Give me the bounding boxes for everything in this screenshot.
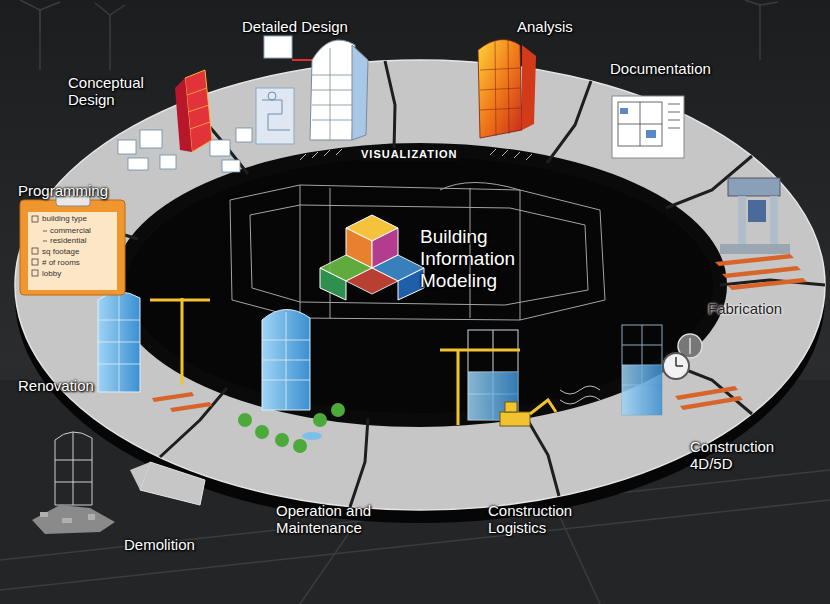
stage-label: Fabrication	[708, 300, 782, 317]
stage-label: Analysis	[517, 18, 573, 35]
checklist-item: commercial	[50, 226, 91, 235]
center-title: Building Information Modeling	[420, 226, 540, 292]
stage-label: Conceptual Design	[68, 74, 160, 109]
band-label: VISUALIZATION	[358, 148, 461, 161]
checklist-item: # of rooms	[42, 258, 80, 267]
stage-label: Construction 4D/5D	[690, 438, 815, 473]
checklist-item: sq footage	[42, 247, 79, 256]
checklist-item: lobby	[42, 269, 61, 278]
stage-label: Construction Logistics	[488, 502, 593, 537]
checklist-item: residential	[50, 236, 86, 245]
stage-label: Demolition	[124, 536, 195, 553]
stage-label: Programming	[18, 182, 108, 199]
stage-label: Operation and Maintenance	[276, 502, 388, 537]
stage-label: Renovation	[18, 377, 94, 394]
checklist-item: building type	[42, 214, 87, 223]
stage-label: Detailed Design	[242, 18, 348, 35]
stage-label: Documentation	[610, 60, 711, 77]
